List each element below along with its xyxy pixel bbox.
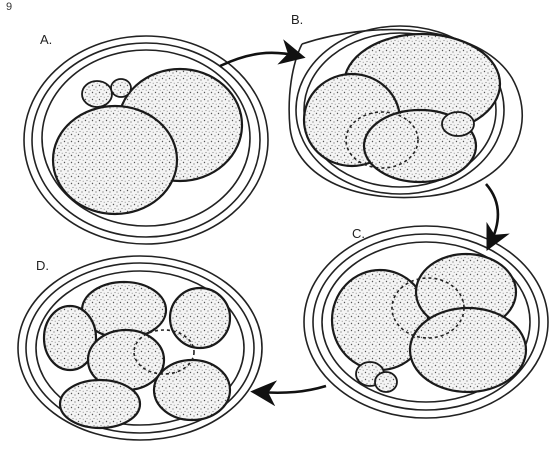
arrow-c-to-d-icon	[258, 386, 326, 393]
panel-d: D.	[18, 256, 262, 440]
panel-b-label: B.	[291, 12, 303, 27]
arrow-a-to-b-icon	[220, 53, 298, 66]
panel-b: B.	[289, 12, 522, 198]
blastomere-small	[53, 106, 177, 214]
arrow-b-to-c-icon	[486, 184, 498, 244]
blastomere	[170, 288, 230, 348]
panel-d-label: D.	[36, 258, 49, 273]
polar-body	[111, 79, 131, 97]
blastomere	[154, 360, 230, 420]
polar-body	[442, 112, 474, 136]
polar-body	[375, 372, 397, 392]
panel-a: A.	[24, 32, 268, 244]
polar-body	[82, 81, 112, 107]
panel-c-label: C.	[352, 226, 365, 241]
corner-mark: 9	[6, 1, 12, 13]
blastomere	[410, 308, 526, 392]
blastomere	[60, 380, 140, 428]
panel-c: C.	[304, 226, 548, 418]
panel-a-label: A.	[40, 32, 52, 47]
